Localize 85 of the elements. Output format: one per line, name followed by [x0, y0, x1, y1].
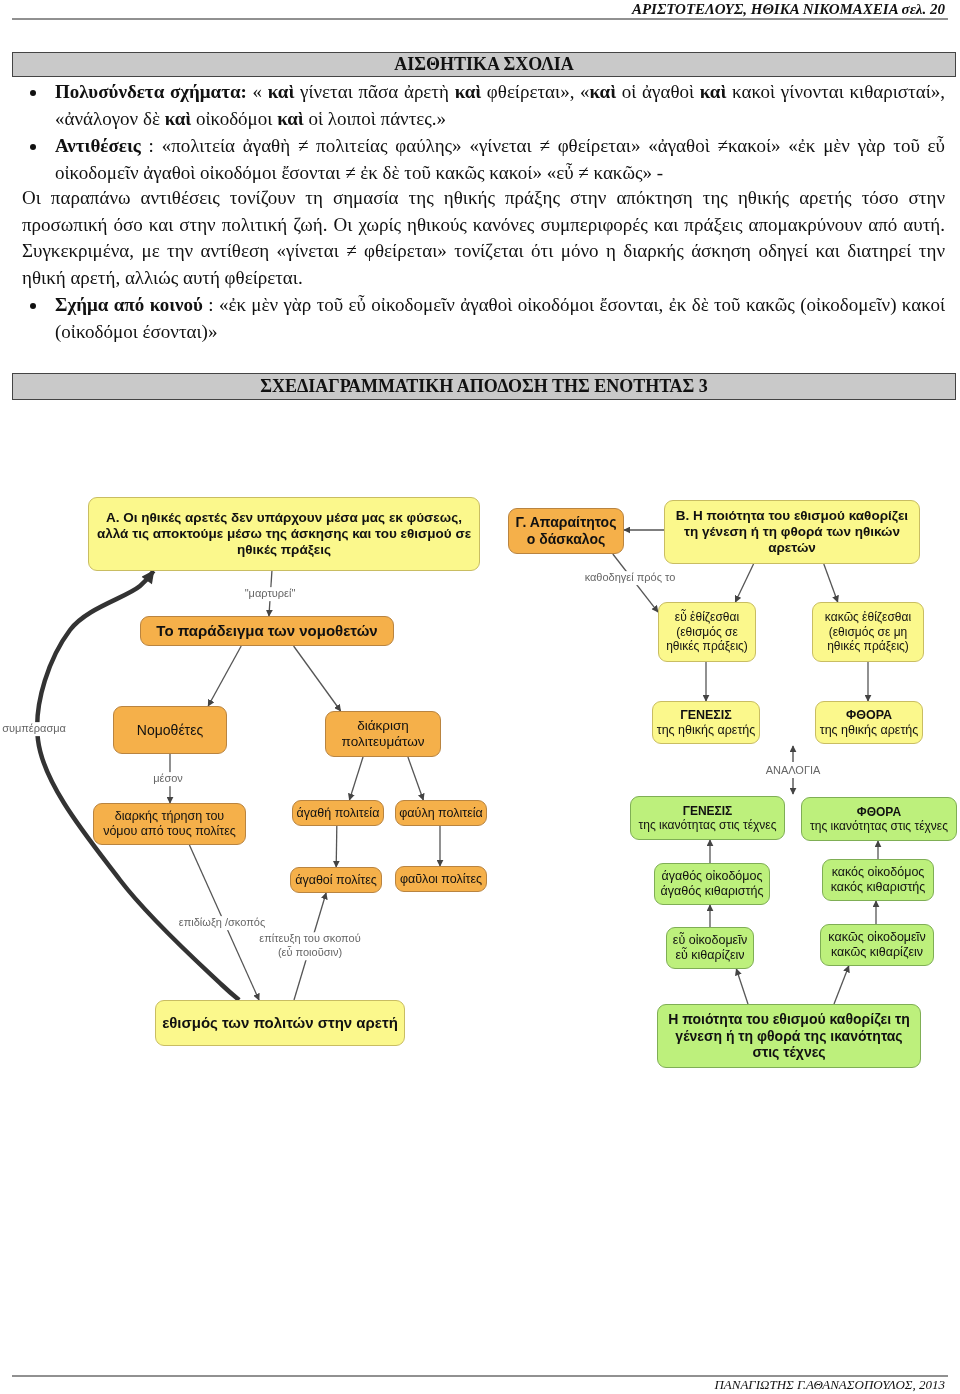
arrow [188, 844, 260, 1001]
paragraph: Πολυσύνδετα σχήματα: « καὶ γίνεται πᾶσα ἀρετὴ καὶ φθείρεται», «καὶ οἱ ἀγαθοὶ καὶ κακοὶ γίνονται κιθαρισταί», «ἀνάλογον δὲ καὶ οἰκοδόμοι καὶ οἱ λοιποὶ πάντες.» [55, 80, 945, 131]
rounded-box [113, 706, 227, 754]
node-text: της ικανότητας στις τέχνες [810, 819, 948, 834]
edge-label: καθοδηγεί πρός το [582, 571, 678, 585]
node-text: κακός οἰκοδόμος κακός κιθαριστής [829, 865, 927, 895]
rounded-box [657, 1004, 921, 1068]
node-text: φαῦλοι πολίτες [399, 871, 483, 887]
rounded-box [664, 500, 920, 564]
arrow [872, 900, 880, 925]
node-text: ΣΧΕΔΙΑΓΡΑΜΜΑΤΙΚΗ ΑΠΟΔΟΣΗ ΤΗΣ ΕΝΟΤΗΤΑΣ 3 [260, 375, 708, 398]
node-text: της ηθικής αρετής [819, 722, 919, 738]
rounded-box [155, 1000, 405, 1046]
node-text: ΑΙΣΘΗΤΙΚΑ ΣΧΟΛΙΑ [394, 53, 574, 76]
rounded-box [140, 616, 394, 646]
rounded-box [666, 927, 754, 969]
arrow [623, 526, 665, 534]
rounded-box [93, 803, 246, 845]
rounded-box [395, 866, 487, 892]
arrow [706, 839, 714, 864]
rounded-box [88, 497, 480, 571]
node-text: κακῶς ἐθίζεσθαι (εθισμός σε μη ηθικές πράξεις) [823, 610, 913, 654]
arrow [348, 756, 364, 801]
node-text: διαρκής τήρηση του νόμου από τους πολίτες [102, 809, 237, 839]
arrow [833, 965, 850, 1005]
node-text: της ικανότητας στις τέχνες [638, 818, 777, 833]
edge-label: μέσον [151, 772, 185, 786]
rounded-box [630, 796, 785, 840]
arrow [332, 825, 340, 868]
rounded-box [652, 701, 760, 744]
rounded-box [395, 800, 487, 826]
edge-label: επιδίωξη /σκοπός [176, 916, 268, 930]
node-text: εὖ ἐθίζεσθαι (εθισμός σε ηθικές πράξεις) [665, 610, 749, 654]
node-text: Γ. Απαραίτητος ο δάσκαλος [514, 514, 618, 548]
node-text: Νομοθέτες [136, 721, 204, 739]
node-text: εὖ οἰκοδομεῖν εὖ κιθαρίζειν [671, 933, 749, 963]
rounded-box [822, 859, 934, 901]
node-text: της ηθικής αρετής [656, 722, 756, 738]
arrow [207, 645, 242, 707]
node-heading: ΓΕΝΕΣΙΣ [680, 707, 732, 723]
node-heading: ΦΘΟΡΑ [856, 804, 902, 819]
node-text: άγαθοί πολίτες [295, 872, 377, 888]
node-text: Α. Οι ηθικές αρετές δεν υπάρχουν μέσα μας εκ φύσεως, αλλά τις αποκτούμε μέσω της άσκησης και του εθισμού σε ηθικές πράξεις [95, 509, 473, 559]
rounded-box [654, 863, 770, 905]
analogy-label: ΑΝΑΛΟΓΙΑ [764, 763, 822, 777]
node-text: Το παράδειγμα των νομοθετών [156, 622, 378, 640]
node-text: Η ποιότητα του εθισμού καθορίζει τη γένεση ή τη φθορά της ικανότητας στις τέχνες [667, 1010, 911, 1062]
node-heading: ΓΕΝΕΣΙΣ [682, 803, 733, 818]
node-text: κακῶς οἰκοδομεῖν κακῶς κιθαρίζειν [827, 930, 927, 960]
node-text: εθισμός των πολιτών στην αρετή [162, 1014, 398, 1032]
arrow [734, 563, 755, 603]
arrow [436, 825, 444, 867]
rounded-box [815, 701, 923, 744]
paragraph: Οι παραπάνω αντιθέσεις τονίζουν τη σημασία της ηθικής πράξης στην απόκτηση της ηθικής αρετής τόσο στην προσωπική όσο και στην πολιτική ζωή. Οι χωρίς ηθικούς κανόνες συμπεριφορές και πράξεις απομακρύνουν από αυτή. Συγκεκριμένα, με την αντίθεση «γίνεται ≠ φθείρεται» τονίζεται ότι μόνο η διαρκής άσκηση οδηγεί και διατηρεί την ηθική αρετή, αλλιώς αυτή φθείρεται. [22, 186, 945, 290]
arrow [823, 563, 839, 603]
rounded-box [325, 711, 441, 757]
arrow [864, 661, 872, 702]
rounded-box [812, 602, 924, 662]
node-heading: ΦΘΟΡΑ [845, 707, 893, 723]
rounded-box [820, 924, 934, 966]
arrow [735, 968, 749, 1005]
node-text: Β. Η ποιότητα του εθισμού καθορίζει τη γένεση ή τη φθορά των ηθικών αρετών [674, 507, 910, 557]
arrow [874, 840, 882, 860]
rounded-box [290, 867, 382, 893]
node-text: άγαθός οἰκοδόμος άγαθός κιθαριστής [659, 869, 765, 899]
rounded-box [801, 797, 957, 841]
node-text: άγαθή πολιτεία [296, 805, 380, 821]
rounded-box [292, 800, 384, 826]
running-header: ΑΡΙΣΤΟΤΕΛΟΥΣ, ΗΘΙΚΑ ΝΙΚΟΜΑΧΕΙΑ σελ. 20 [630, 0, 945, 18]
rounded-box [508, 508, 624, 554]
node-text: φαύλη πολιτεία [399, 805, 483, 821]
edge-label: συμπέρασμα [0, 722, 68, 736]
section-heading-band [12, 373, 956, 400]
paragraph: Αντιθέσεις : «πολιτεία ἀγαθὴ ≠ πολιτείας φαύλης» «γίνεται ≠ φθείρεται» «ἀγαθοὶ ≠κακοί» «ἐκ μὲν γὰρ τοῦ εὖ οἰκοδομεῖν ἀγαθοὶ οἰκοδόμοι ἔσονται ≠ ἐκ δὲ τοῦ κακῶς κακοί» «εὖ ≠ κακῶς» - [55, 134, 945, 185]
edge-label: "μαρτυρεί" [242, 587, 298, 601]
curved-arrow [35, 569, 241, 1002]
arrow [706, 904, 714, 928]
rounded-box [658, 602, 756, 662]
footer-text: ΠΑΝΑΓΙΩΤΗΣ Γ.ΑΘΑΝΑΣΟΠΟΥΛΟΣ, 2013 [713, 1377, 945, 1393]
paragraph: Σχήμα από κοινού : «ἐκ μὲν γὰρ τοῦ εὖ οἰκοδομεῖν ἀγαθοὶ οἰκοδόμοι ἔσονται, ἐκ δὲ τοῦ κακῶς (οἰκοδομεῖν) κακοί (οἰκοδόμοι έσονται)» [55, 293, 945, 344]
arrow [292, 645, 342, 712]
arrow [702, 661, 710, 702]
section-heading-band [12, 52, 956, 77]
arrow [407, 756, 425, 801]
node-text: διάκριση πολιτευμάτων [340, 717, 426, 751]
